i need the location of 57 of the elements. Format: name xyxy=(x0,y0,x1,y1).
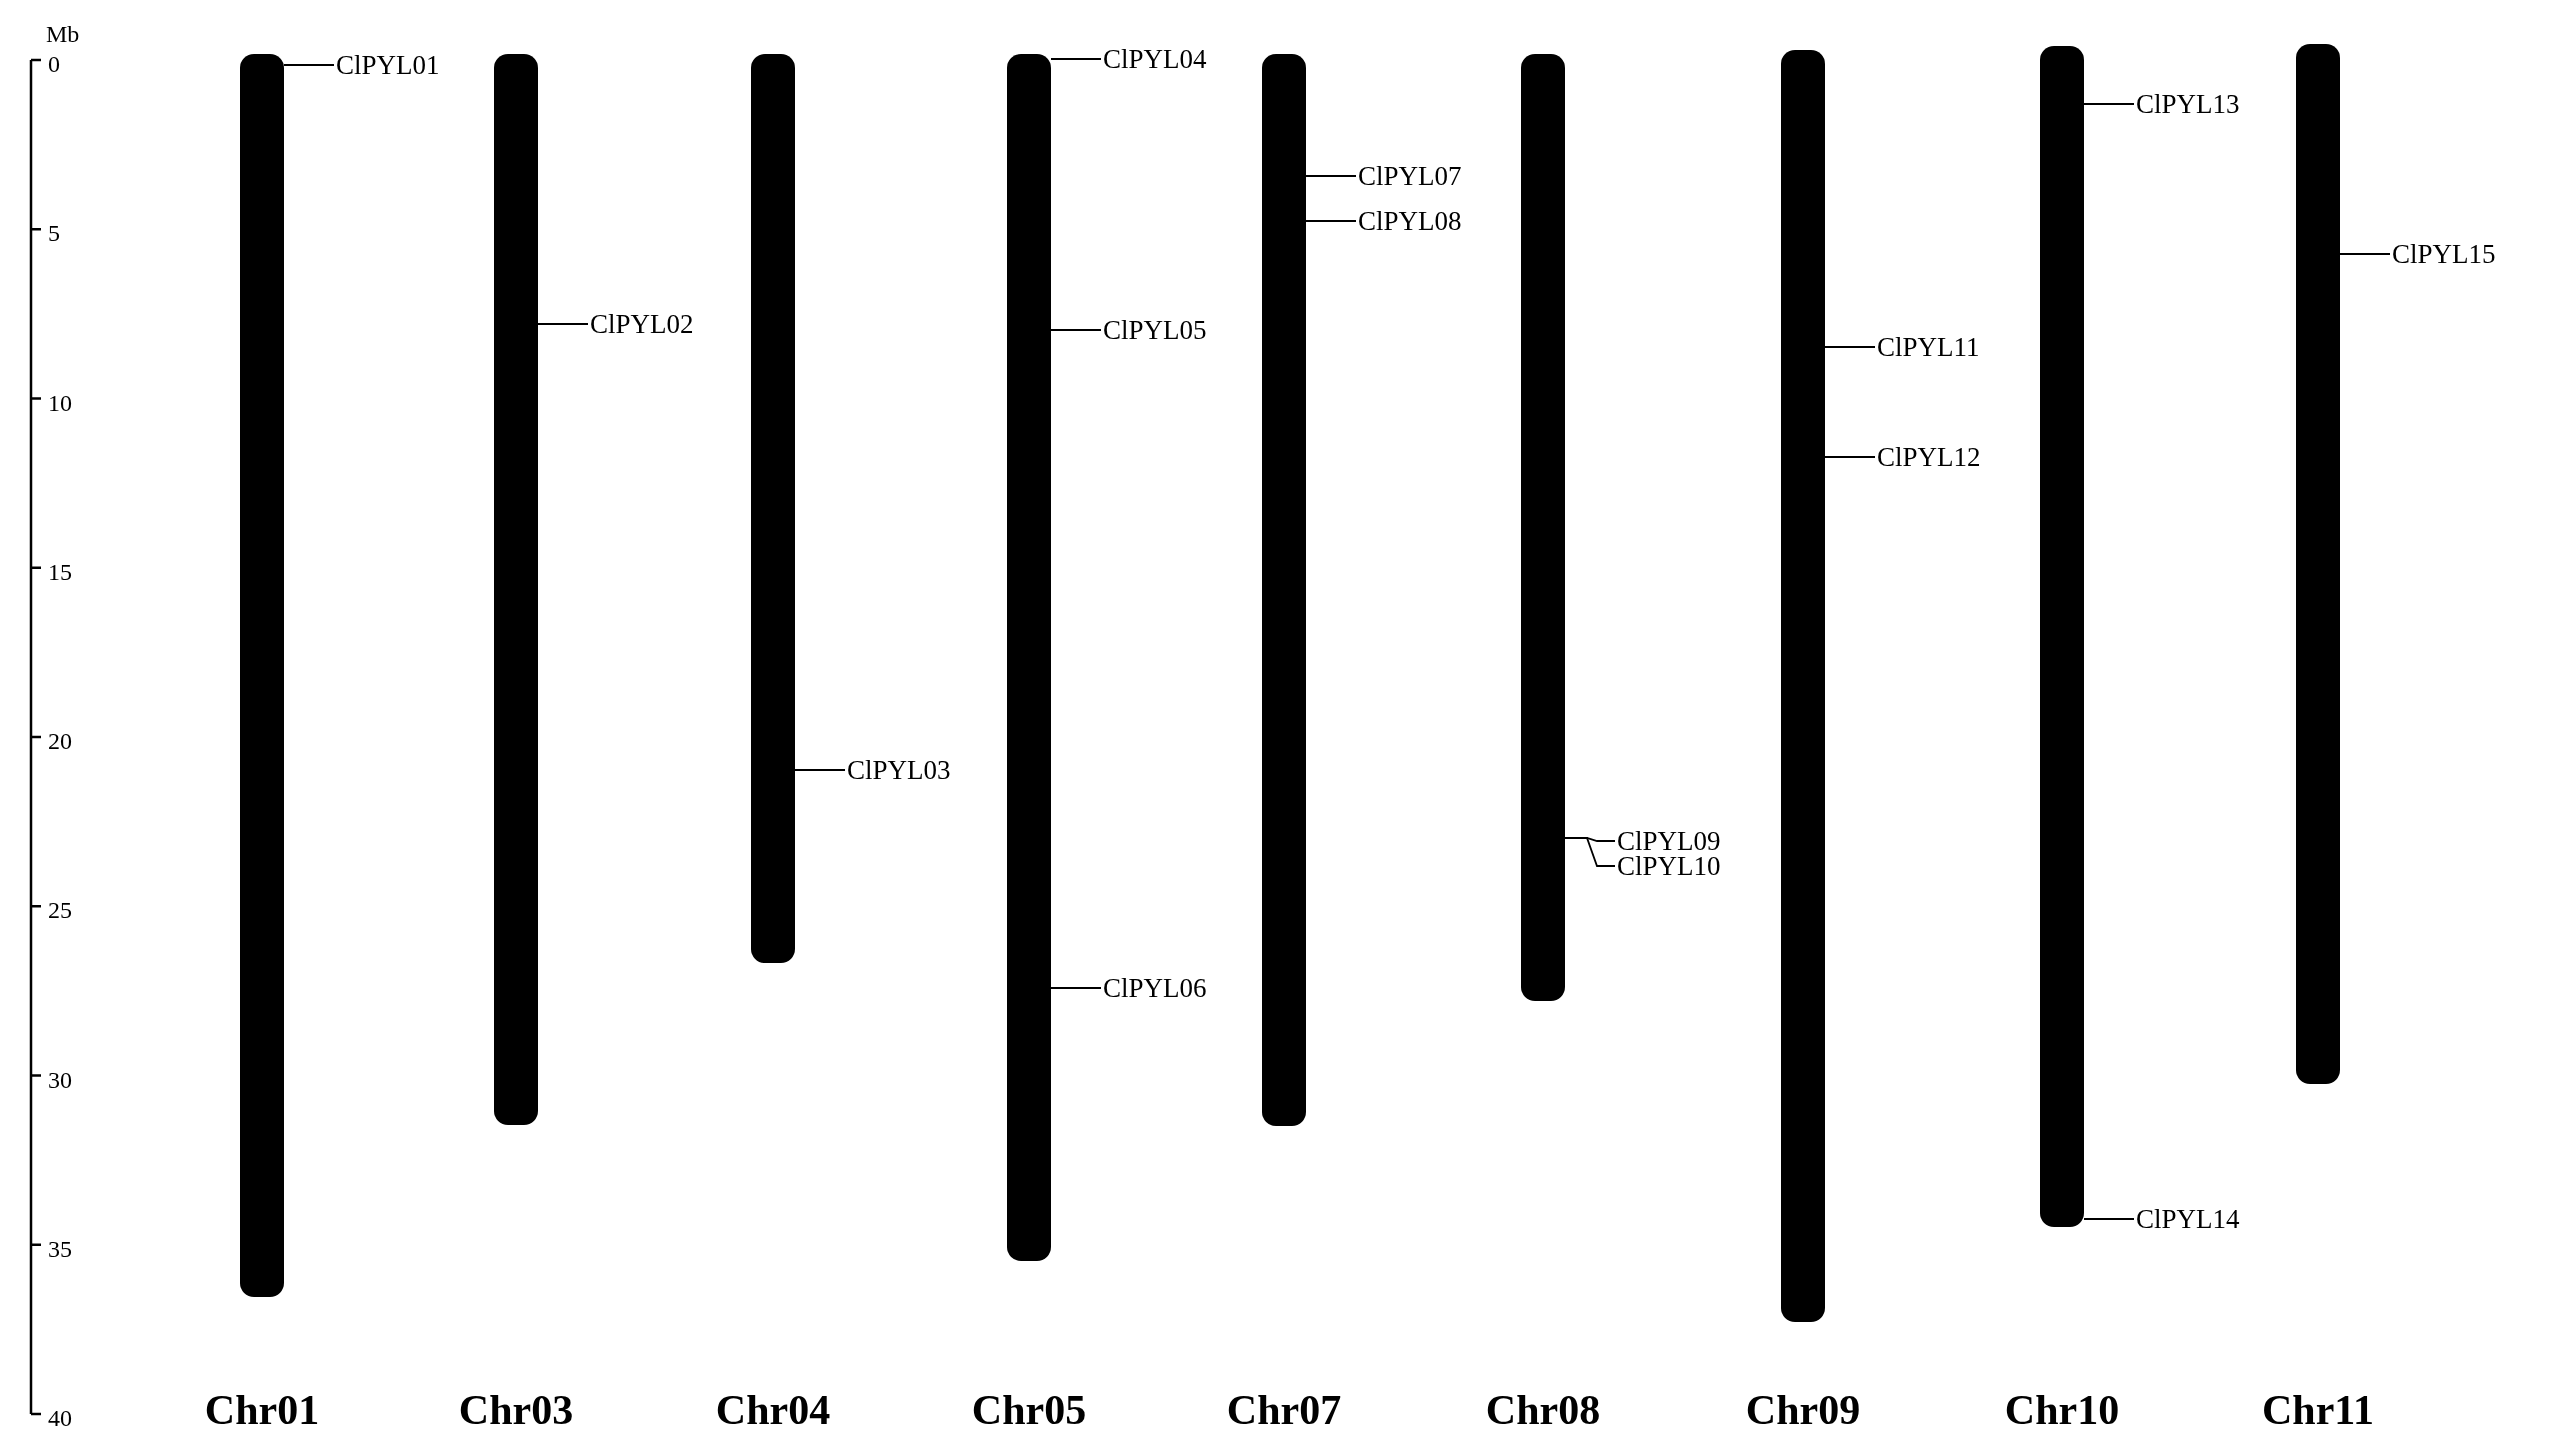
axis-tick-label: 30 xyxy=(48,1066,72,1093)
gene-label: ClPYL11 xyxy=(1877,333,1980,361)
chromosome-bar xyxy=(240,54,284,1297)
axis-tick-label: 0 xyxy=(48,51,60,77)
leader-line xyxy=(1305,175,1357,177)
axis-tick-label: 25 xyxy=(48,897,72,924)
leader-line xyxy=(1050,58,1102,60)
chromosome-label: Chr04 xyxy=(714,1386,832,1434)
leader-line xyxy=(1824,346,1876,348)
gene-label: ClPYL09 xyxy=(1617,827,1721,855)
chromosome-label: Chr03 xyxy=(457,1386,575,1434)
leader-line xyxy=(1305,220,1357,222)
leader-line xyxy=(537,323,589,325)
leader-line xyxy=(1824,456,1876,458)
gene-label: ClPYL08 xyxy=(1358,207,1462,235)
axis-tick-label: 10 xyxy=(48,389,72,416)
gene-label: ClPYL12 xyxy=(1877,443,1981,471)
leader-line xyxy=(1050,987,1102,989)
chromosome-bar xyxy=(494,54,538,1125)
leader-line xyxy=(794,769,846,771)
chromosome-bar xyxy=(751,54,795,963)
gene-label: ClPYL15 xyxy=(2392,240,2496,268)
leader-line xyxy=(1050,329,1102,331)
chromosome-bar xyxy=(1521,54,1565,1001)
gene-label: ClPYL06 xyxy=(1103,974,1207,1002)
chromosome-label: Chr07 xyxy=(1225,1386,1343,1434)
axis-tick-label: 40 xyxy=(48,1405,72,1431)
chromosome-label: Chr08 xyxy=(1484,1386,1602,1434)
chromosome-bar xyxy=(1781,50,1825,1322)
chromosome-bar xyxy=(2296,44,2340,1084)
gene-label: ClPYL07 xyxy=(1358,162,1462,190)
gene-label: ClPYL13 xyxy=(2136,90,2240,118)
gene-label: ClPYL10 xyxy=(1617,852,1721,880)
chromosome-bar xyxy=(1262,54,1306,1126)
chromosome-label: Chr01 xyxy=(203,1386,321,1434)
chromosome-label: Chr05 xyxy=(970,1386,1088,1434)
gene-label: ClPYL02 xyxy=(590,310,694,338)
leader-line xyxy=(2339,253,2391,255)
leader-line xyxy=(283,64,335,66)
axis-tick-label: 20 xyxy=(48,728,72,754)
axis-tick-label: 5 xyxy=(48,220,60,247)
leader-line xyxy=(2083,1218,2135,1220)
gene-label: ClPYL05 xyxy=(1103,316,1207,344)
axis-unit: Mb xyxy=(46,21,80,47)
gene-label: ClPYL01 xyxy=(336,51,440,79)
axis-tick-label: 15 xyxy=(48,558,72,585)
gene-label: ClPYL04 xyxy=(1103,45,1207,73)
chromosome-label: Chr09 xyxy=(1744,1386,1862,1434)
chromosome-label: Chr11 xyxy=(2261,1386,2375,1434)
leader-line xyxy=(2083,103,2135,105)
axis-tick-label: 35 xyxy=(48,1235,72,1262)
leader-line xyxy=(1564,837,1616,867)
gene-label: ClPYL14 xyxy=(2136,1205,2240,1233)
chromosome-bar xyxy=(2040,46,2084,1227)
gene-label: ClPYL03 xyxy=(847,756,951,784)
chromosome-bar xyxy=(1007,54,1051,1261)
chromosome-label: Chr10 xyxy=(2003,1386,2121,1434)
